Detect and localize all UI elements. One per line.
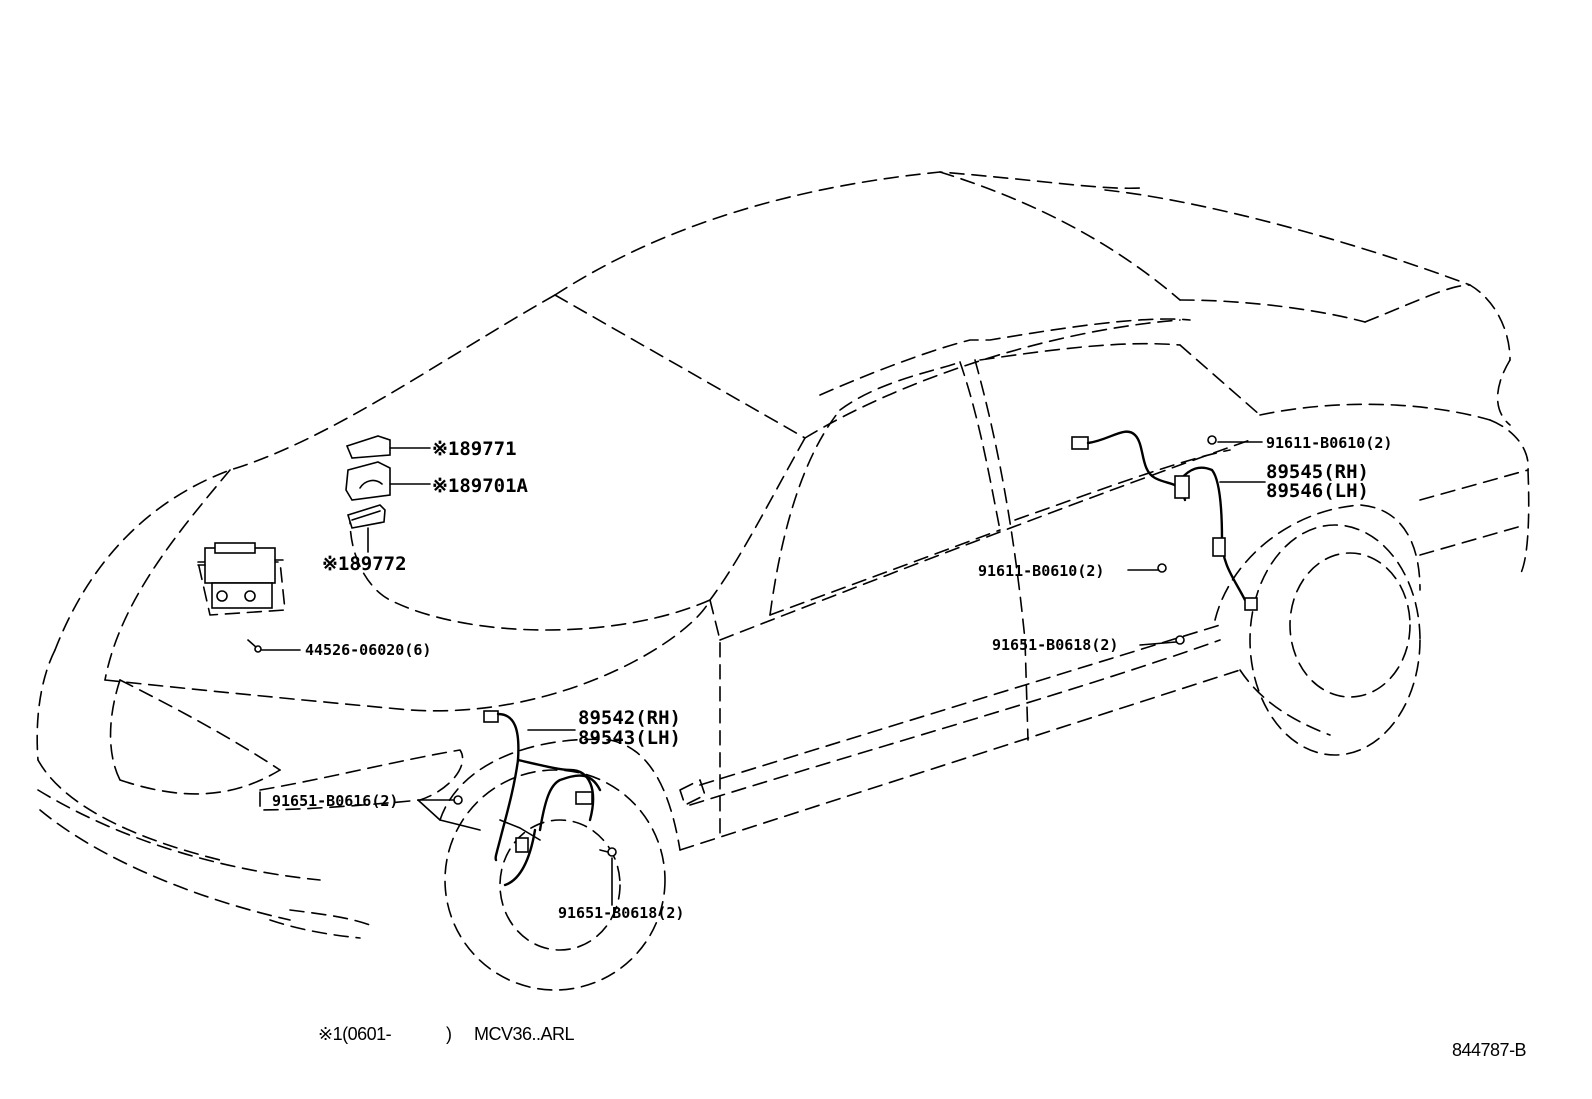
rear-speed-sensor	[1071, 430, 1266, 646]
label-89543: 89543(LH)	[578, 727, 681, 749]
label-91611-b0610-mid: 91611-B0610(2)	[978, 562, 1104, 580]
label-91651-b0618-front: 91651-B0618(2)	[558, 904, 684, 922]
ecu-parts	[345, 435, 431, 553]
footnote-models: MCV36..ARL	[474, 1024, 575, 1044]
label-91611-b0610-top: 91611-B0610(2)	[1266, 434, 1392, 452]
footnote-mark: ※1(0601-	[318, 1024, 392, 1044]
label-189772: ※189772	[322, 553, 407, 575]
label-44526-06020: 44526-06020(6)	[305, 641, 431, 659]
label-189771: ※189771	[432, 438, 517, 460]
diagram-id: 844787-B	[1452, 1040, 1527, 1060]
abs-actuator	[197, 542, 301, 653]
label-89542: 89542(RH)	[578, 707, 681, 729]
label-89545: 89545(RH)	[1266, 461, 1369, 483]
front-speed-sensor	[417, 710, 617, 906]
car-outline	[36, 171, 1530, 991]
label-89546: 89546(LH)	[1266, 480, 1369, 502]
label-91651-b0618-rear: 91651-B0618(2)	[992, 636, 1118, 654]
label-91651-b0616: 91651-B0616(2)	[272, 792, 398, 810]
label-189701a: ※189701A	[432, 475, 529, 497]
footnote-close: )	[446, 1024, 452, 1044]
